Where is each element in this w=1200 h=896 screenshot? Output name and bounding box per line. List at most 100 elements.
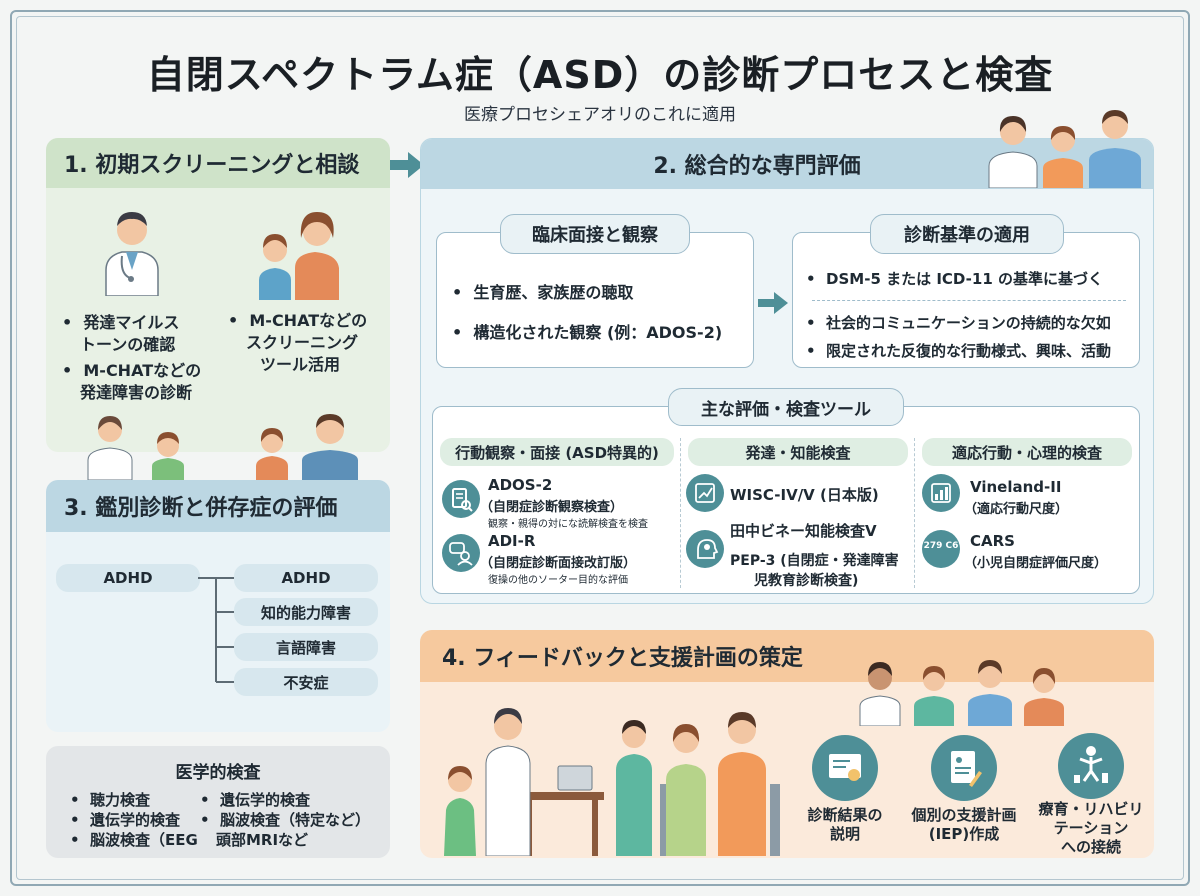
support-item-therapy: 療育・リハビリ テーション への接続 bbox=[1030, 800, 1152, 857]
doctor-family-illustration bbox=[988, 110, 1141, 188]
inner-frame bbox=[16, 16, 1184, 880]
medical-right-2: 脳波検査（特定など） bbox=[220, 811, 371, 829]
tools-category-adaptive: 適応行動・心理的検査 bbox=[922, 438, 1132, 466]
tool-tanaka-name: 田中ビネー知能検査V bbox=[730, 522, 877, 540]
support-explanation-line-2: 説明 bbox=[829, 825, 860, 843]
document-search-icon bbox=[442, 480, 480, 518]
section-3-header: 3. 鑑別診断と併存症の評価 bbox=[46, 480, 390, 532]
plan-document-icon bbox=[931, 735, 997, 801]
doctor-illustration bbox=[105, 212, 159, 296]
support-therapy-line-2: テーション bbox=[1053, 819, 1129, 837]
mchat-diag-line-2: 発達障害の診断 bbox=[80, 383, 193, 402]
clinical-item-observation-text: 構造化された観察 (例：ADOS-2) bbox=[473, 323, 723, 342]
clinical-interview-box bbox=[436, 232, 754, 368]
screening-item-milestone: • 発達マイルス トーンの確認 bbox=[62, 313, 180, 354]
tools-category-development: 発達・知能検査 bbox=[688, 438, 908, 466]
clinical-interview-title: 臨床面接と観察 bbox=[500, 214, 690, 254]
tools-line-1: M-CHATなどの bbox=[249, 311, 368, 330]
milestone-line-2: トーンの確認 bbox=[80, 335, 176, 354]
page-title: 自閉スペクトラム症（ASD）の診断プロセスと検査 bbox=[146, 53, 1054, 97]
tools-line-3: ツール活用 bbox=[260, 355, 341, 374]
parent-child-illustration bbox=[259, 212, 339, 300]
tools-box bbox=[432, 406, 1140, 594]
criteria-title: 診断基準の適用 bbox=[870, 214, 1064, 254]
tool-pep3-line3: 児教育診断検査) bbox=[754, 573, 859, 589]
screening-item-mchat-diagnosis: • M-CHATなどの 発達障害の診断 bbox=[62, 361, 202, 402]
tools-line-2: スクリーニング bbox=[246, 333, 359, 352]
criteria-item-social: • 社会的コミュニケーションの持続的な欠如 bbox=[806, 314, 1111, 332]
milestone-line-1: 発達マイルス bbox=[83, 313, 180, 332]
tool-cars-name: CARS bbox=[970, 532, 1015, 550]
medical-left-2: 遺伝学的検査 bbox=[90, 811, 181, 829]
tool-ados2-note: 観察・親得の対にな読解検査を検査 bbox=[488, 519, 648, 530]
section-2-header-text: 2. 総合的な専門評価 bbox=[653, 154, 861, 179]
section-1-panel: 1. 初期スクリーニングと相談 bbox=[46, 138, 390, 452]
medical-left-3: 脳波検査（EEG bbox=[90, 831, 198, 849]
criteria-item-dsm: • DSM-5 または ICD-11 の基準に基づく bbox=[806, 270, 1103, 288]
arrow-1-to-2 bbox=[390, 152, 424, 178]
family-doctor-illustration bbox=[87, 414, 358, 480]
criteria-item-repetitive: • 限定された反復的な行動様式、興味、活動 bbox=[806, 342, 1112, 360]
criteria-item-social-text: 社会的コミュニケーションの持続的な欠如 bbox=[826, 314, 1111, 332]
support-therapy-line-3: への接続 bbox=[1060, 838, 1121, 856]
medical-right-3: 頭部MRIなど bbox=[216, 831, 309, 849]
tools-title: 主な評価・検査ツール bbox=[668, 388, 904, 426]
criteria-divider bbox=[812, 300, 1126, 301]
cars-icon-text: 279 C6 bbox=[923, 541, 959, 551]
section-4-panel: 4. フィードバックと支援計画の策定 bbox=[420, 630, 1154, 858]
feedback-meeting-illustration bbox=[444, 708, 780, 856]
support-iep-line-1: 個別の支援計画 bbox=[911, 806, 1017, 824]
support-item-explanation: 診断結果の 説明 bbox=[790, 806, 900, 844]
tool-adir-name: ADI-R bbox=[488, 532, 536, 550]
screening-item-tools: • M-CHATなどの スクリーニング ツール活用 bbox=[228, 311, 368, 374]
diff-root-pill: ADHD bbox=[56, 564, 200, 592]
medical-tests-title: 医学的検査 bbox=[175, 763, 261, 783]
certificate-icon bbox=[812, 735, 878, 801]
clinical-item-history-text: 生育歴、家族歴の聴取 bbox=[473, 283, 634, 302]
tool-cars-sub: （小児自閉症評価尺度） bbox=[964, 556, 1108, 571]
cars-scale-icon: 279 C6 bbox=[922, 530, 960, 568]
support-iep-line-2: (IEP)作成 bbox=[928, 825, 1000, 843]
tool-vineland-name: Vineland-II bbox=[970, 478, 1062, 496]
medical-tests-panel bbox=[46, 746, 390, 858]
chart-icon bbox=[686, 474, 724, 512]
diff-branch-language: 言語障害 bbox=[234, 633, 378, 661]
section-1-header: 1. 初期スクリーニングと相談 bbox=[46, 138, 390, 188]
diff-branch-adhd: ADHD bbox=[234, 564, 378, 592]
support-explanation-line-1: 診断結果の bbox=[807, 806, 883, 824]
tool-vineland-sub: （適応行動尺度） bbox=[964, 502, 1069, 517]
person-growth-icon bbox=[1058, 733, 1124, 799]
medical-left-1: 聴力検査 bbox=[90, 791, 151, 809]
care-team-illustration bbox=[859, 660, 1064, 726]
tools-divider-2 bbox=[914, 438, 915, 588]
section-4-header: 4. フィードバックと支援計画の策定 bbox=[420, 630, 1154, 682]
criteria-item-repetitive-text: 限定された反復的な行動様式、興味、活動 bbox=[826, 342, 1112, 360]
tool-wisc-name: WISC-IV/V (日本版) bbox=[730, 486, 879, 504]
tools-divider-1 bbox=[680, 438, 681, 588]
tool-adir-sub: （自閉症診断面接改訂版） bbox=[480, 556, 637, 571]
support-therapy-line-1: 療育・リハビリ bbox=[1038, 800, 1144, 818]
tool-adir-note: 復操の他のソーター目的な評価 bbox=[488, 575, 628, 586]
tool-pep3-line2: PEP-3 (自閉症・発達障害 bbox=[730, 553, 899, 569]
page-subtitle: 医療プロセシェアオリのこれに適用 bbox=[464, 105, 736, 125]
diff-branch-anxiety: 不安症 bbox=[234, 668, 378, 696]
mchat-diag-line-1: M-CHATなどの bbox=[83, 361, 202, 380]
criteria-item-dsm-text: DSM-5 または ICD-11 の基準に基づく bbox=[826, 270, 1103, 288]
bar-chart-icon bbox=[922, 474, 960, 512]
tool-ados2-name: ADOS-2 bbox=[488, 476, 553, 494]
outer-frame bbox=[10, 10, 1190, 886]
medical-right-1: 遺伝学的検査 bbox=[220, 791, 311, 809]
diff-branch-intellectual: 知的能力障害 bbox=[234, 598, 378, 626]
clinical-item-observation: • 構造化された観察 (例：ADOS-2) bbox=[452, 323, 723, 342]
medical-tests-right: • 遺伝学的検査 • 脳波検査（特定など） 頭部MRIなど bbox=[200, 791, 371, 849]
arrow-clinical-to-criteria bbox=[758, 292, 788, 314]
clinical-item-history: • 生育歴、家族歴の聴取 bbox=[452, 283, 634, 302]
medical-tests-left: • 聴力検査 • 遺伝学的検査 • 脳波検査（EEG bbox=[70, 791, 198, 849]
tools-category-behavior: 行動観察・面接 (ASD特異的) bbox=[440, 438, 674, 466]
chat-person-icon bbox=[442, 534, 480, 572]
brain-head-icon bbox=[686, 530, 724, 568]
tool-ados2-sub: （自閉症診断観察検査） bbox=[480, 500, 624, 515]
diff-tree-lines bbox=[198, 577, 234, 683]
support-item-iep: 個別の支援計画 (IEP)作成 bbox=[904, 806, 1024, 844]
